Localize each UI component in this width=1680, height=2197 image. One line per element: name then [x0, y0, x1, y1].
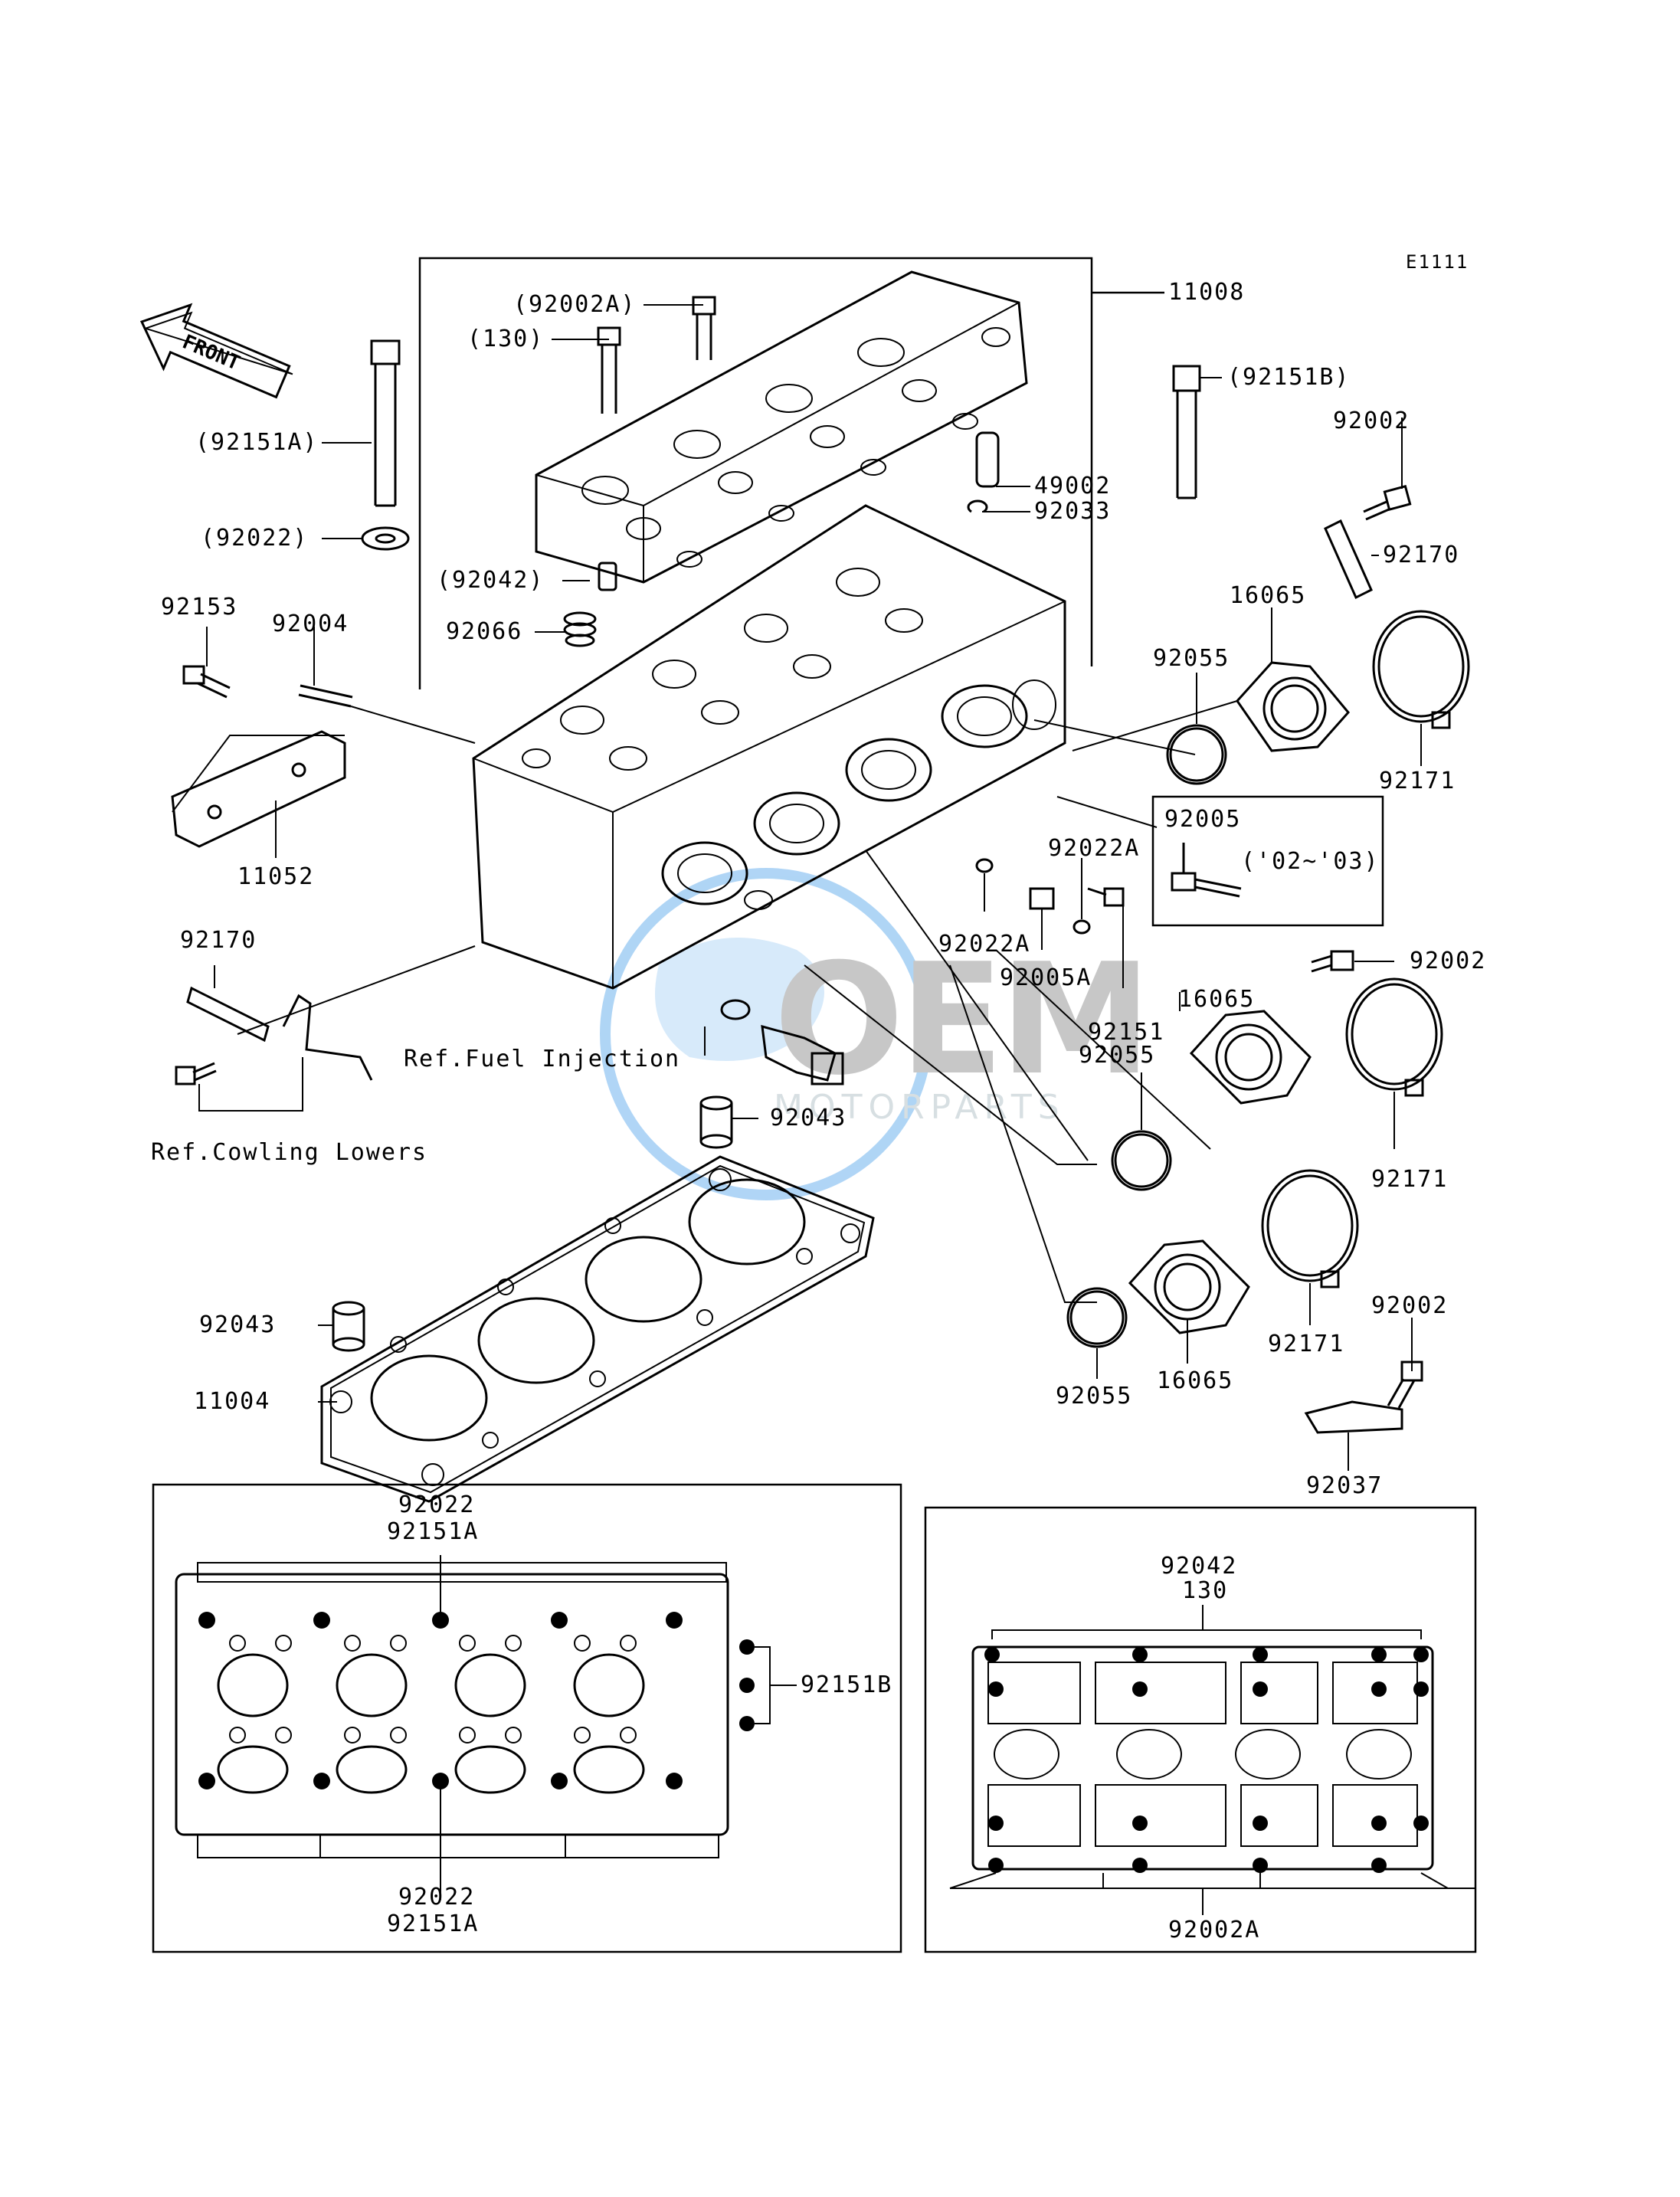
callout-92055-c[interactable]: 92055: [1056, 1383, 1133, 1410]
circlip-92033-icon: [967, 499, 988, 513]
callout-92170-b[interactable]: 92170: [180, 927, 257, 954]
layout-left-92022-bot[interactable]: 92022: [398, 1884, 476, 1911]
cam-cover-bolt-layout: [949, 1605, 1475, 1915]
callout-92022A-b[interactable]: 92022A: [938, 931, 1031, 958]
callout-11052[interactable]: 11052: [237, 863, 315, 890]
bolt-layout-box-cylinder-head: [152, 1483, 902, 1953]
bolt-layout-box-cam-cover: [924, 1506, 1477, 1953]
callout-92004[interactable]: 92004: [272, 611, 349, 637]
intake-holder-16065-c-icon: [1128, 1239, 1250, 1334]
clamp-92171-b-icon: [1345, 977, 1443, 1097]
callout-frame-cam-cover: [418, 257, 1164, 689]
callout-92002-c[interactable]: 92002: [1371, 1292, 1449, 1319]
callout-92042-top[interactable]: (92042): [437, 567, 545, 594]
callout-16065-b[interactable]: 16065: [1178, 986, 1256, 1013]
intake-holder-16065-a-icon: [1236, 661, 1350, 752]
callout-92055-a[interactable]: 92055: [1153, 645, 1230, 672]
clamp-92171-c-icon: [1261, 1169, 1359, 1288]
callout-130-top[interactable]: (130): [467, 326, 545, 352]
callout-92022-top[interactable]: (92022): [201, 525, 309, 552]
o-ring-92055-b-icon: [1111, 1130, 1172, 1191]
callout-92170-a[interactable]: 92170: [1383, 542, 1460, 568]
callout-92066[interactable]: 92066: [446, 618, 523, 645]
callout-92151[interactable]: 92151: [1088, 1019, 1165, 1046]
callout-92151B[interactable]: (92151B): [1227, 364, 1351, 391]
dowel-pin-lower: [332, 1301, 365, 1352]
temperature-sensor-icon: [720, 999, 844, 1085]
callout-ref-fuel-injection[interactable]: Ref.Fuel Injection: [404, 1046, 681, 1072]
callout-16065-a[interactable]: 16065: [1230, 582, 1307, 609]
watermark-logo: OEM MOTORPARTS: [600, 868, 1152, 1200]
callout-92171-b[interactable]: 92171: [1371, 1166, 1449, 1193]
callout-92151A[interactable]: (92151A): [195, 429, 319, 456]
callout-49002[interactable]: 49002: [1034, 473, 1112, 499]
o-ring-92055-a-icon: [1166, 724, 1227, 785]
intake-holder-16065-b-icon: [1189, 1010, 1312, 1105]
cylinder-head-gasket: [320, 1155, 875, 1503]
callout-variant-02-03: ('02~'03): [1241, 848, 1380, 875]
layout-right-92042[interactable]: 92042: [1161, 1553, 1238, 1580]
clamp-92171-a-icon: [1372, 610, 1470, 729]
dowel-pin-upper: [699, 1095, 733, 1149]
bolt-92002-b-icon: [1311, 950, 1354, 973]
fitting-92005A-icon: [1029, 887, 1091, 935]
callout-92055-b[interactable]: 92055: [1079, 1042, 1156, 1069]
bolt-92151A-icon: [370, 339, 401, 507]
front-arrow-icon: FRONT: [139, 303, 293, 399]
callout-92022A-a[interactable]: 92022A: [1048, 835, 1141, 862]
bushing-92042-icon: [598, 562, 617, 591]
bolt-cowling-icon: [175, 1062, 217, 1085]
callout-92043-a[interactable]: 92043: [770, 1105, 847, 1131]
bracket-92037-icon: [1304, 1400, 1403, 1434]
layout-left-92151A-bot[interactable]: 92151A: [387, 1911, 480, 1937]
bolt-92153-icon: [182, 665, 231, 699]
washer-92022-icon: [361, 526, 410, 551]
cylinder-head: [472, 504, 1066, 990]
callout-ref-cowling-lowers[interactable]: Ref.Cowling Lowers: [151, 1139, 428, 1166]
callout-92043-b[interactable]: 92043: [199, 1311, 277, 1338]
callout-92002-b[interactable]: 92002: [1410, 948, 1487, 974]
callout-92002A-top[interactable]: (92002A): [513, 291, 637, 318]
fitting-92005-icon: [1171, 843, 1242, 898]
callout-92005[interactable]: 92005: [1164, 806, 1242, 833]
callout-92153[interactable]: 92153: [161, 594, 238, 620]
bolt-92002-a-icon: [1363, 484, 1412, 521]
callout-11004[interactable]: 11004: [194, 1388, 271, 1415]
bracket-92170-lower-icon: [186, 986, 373, 1081]
callout-92171-a[interactable]: 92171: [1379, 768, 1456, 794]
watermark-sub: MOTORPARTS: [774, 1088, 1066, 1127]
callout-92002-a[interactable]: 92002: [1333, 408, 1410, 434]
bolt-92002A-icon: [692, 296, 716, 360]
layout-left-92022-top[interactable]: 92022: [398, 1491, 476, 1518]
bolt-92151B-icon: [1172, 365, 1201, 499]
callout-92005A[interactable]: 92005A: [1000, 964, 1092, 991]
grommet-92066-icon: [563, 611, 597, 647]
callout-16065-c[interactable]: 16065: [1157, 1367, 1234, 1394]
washer-92022A-icon: [975, 858, 994, 873]
bracket-11052-icon: [171, 730, 346, 848]
layout-left-92151A-top[interactable]: 92151A: [387, 1518, 480, 1545]
callout-92033[interactable]: 92033: [1034, 498, 1112, 525]
watermark-brand: OEM: [774, 931, 1148, 1109]
bolt-130-icon: [597, 326, 621, 414]
bolt-92151-icon: [1087, 887, 1125, 907]
camshaft-cap-assembly: [535, 270, 1028, 584]
variant-box-92005: [1151, 795, 1384, 927]
layout-right-130[interactable]: 130: [1182, 1577, 1229, 1604]
bolt-92002-c-icon: [1387, 1360, 1423, 1409]
layout-left-92151B[interactable]: 92151B: [801, 1671, 893, 1698]
bracket-92170-upper-icon: [1324, 519, 1373, 600]
callout-11008[interactable]: 11008: [1168, 279, 1246, 306]
stud-92004-icon: [298, 684, 353, 708]
callout-92171-c[interactable]: 92171: [1268, 1331, 1345, 1357]
o-ring-92055-c-icon: [1066, 1287, 1128, 1348]
valve-guide-49002-icon: [975, 431, 1000, 488]
diagram-code: E1111: [1406, 251, 1469, 273]
cylinder-head-bolt-layout: [175, 1555, 797, 1900]
leader-lines: [172, 304, 1422, 1471]
layout-right-92002A[interactable]: 92002A: [1168, 1917, 1261, 1943]
callout-92037[interactable]: 92037: [1306, 1472, 1384, 1499]
